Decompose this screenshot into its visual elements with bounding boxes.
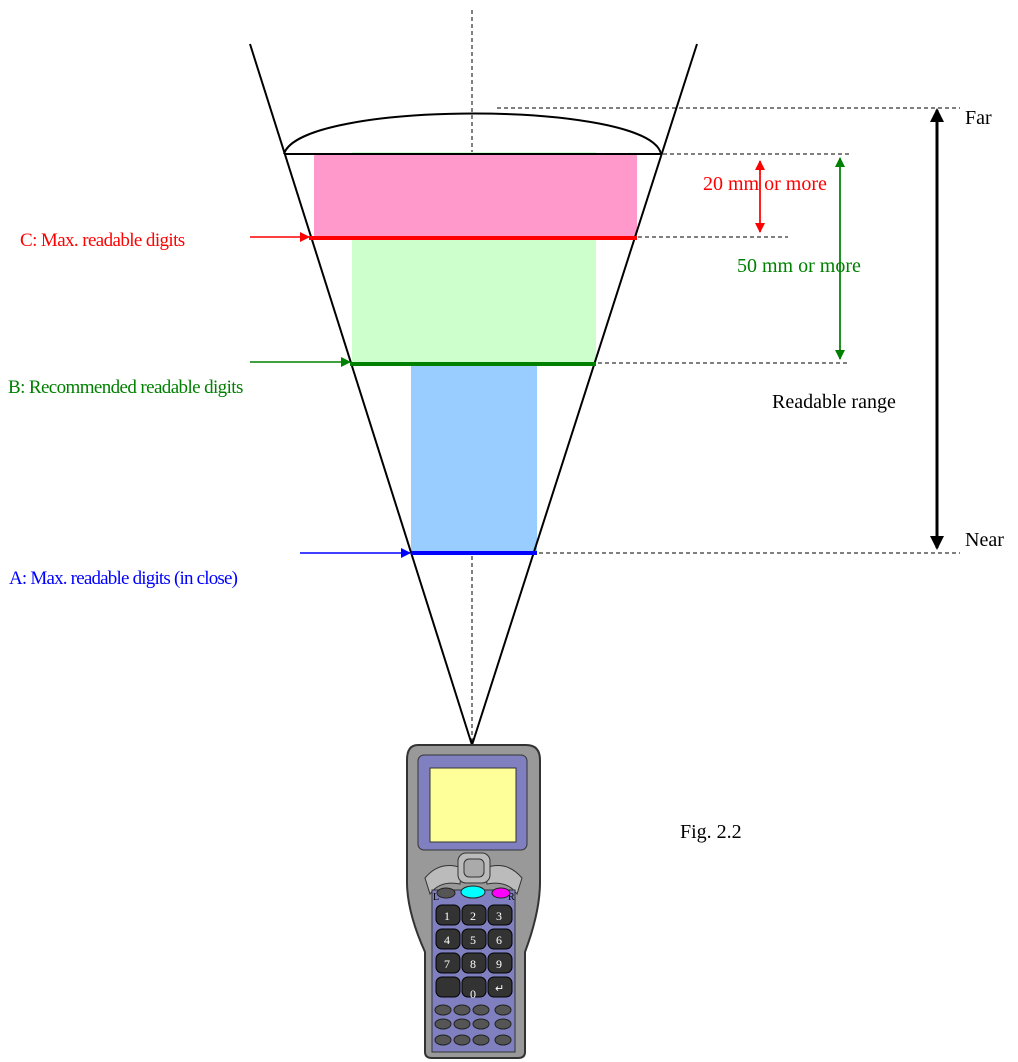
key-left-bottom (435, 976, 461, 998)
b-label: B: Recommended readable digits (8, 377, 243, 398)
key-9-label: 9 (496, 957, 502, 971)
key-0 (461, 976, 487, 998)
bottom-key-4 (494, 1004, 512, 1016)
device-screen (429, 767, 517, 843)
magenta-key (491, 887, 511, 899)
key-5 (461, 928, 487, 950)
key-4 (435, 928, 461, 950)
bottom-key-2 (453, 1004, 471, 1016)
gap-50-label: 50 mm or more (737, 255, 861, 277)
side-key-r-label: R (508, 892, 515, 903)
a-band (411, 364, 537, 554)
bottom-key-7 (472, 1018, 490, 1030)
key-2 (461, 904, 487, 926)
key-9 (487, 952, 513, 974)
c-band (314, 155, 637, 238)
gap-20-label: 20 mm or more (703, 173, 827, 195)
far-arc (283, 112, 662, 155)
bottom-key-10 (453, 1034, 471, 1046)
key-4-label: 4 (444, 933, 450, 947)
readable-range-label: Readable range (772, 391, 896, 413)
key-1-label: 1 (444, 909, 450, 923)
enter-icon: ↵ (495, 983, 504, 995)
key-0-label: 0 (470, 987, 476, 1001)
handheld-terminal: L R 1 2 3 4 5 6 7 8 9 0 ↵ (406, 744, 541, 1059)
left-side-key (424, 865, 463, 896)
bottom-key-6 (453, 1018, 471, 1030)
key-7 (435, 952, 461, 974)
key-8-label: 8 (470, 957, 476, 971)
near-label: Near (965, 529, 1004, 551)
far-label: Far (965, 107, 992, 129)
a-label: A: Max. readable digits (in close) (9, 568, 238, 589)
cyan-key (460, 885, 486, 899)
cone-right-edge (471, 43, 698, 746)
small-left-key (436, 887, 456, 899)
key-enter (487, 976, 513, 998)
bottom-key-8 (494, 1018, 512, 1030)
key-8 (461, 952, 487, 974)
figure-caption: Fig. 2.2 (680, 821, 742, 843)
bottom-key-12 (494, 1034, 512, 1046)
bottom-key-5 (434, 1018, 452, 1030)
key-6-label: 6 (496, 933, 502, 947)
bottom-key-9 (434, 1034, 452, 1046)
key-3-label: 3 (496, 909, 502, 923)
bottom-key-1 (434, 1004, 452, 1016)
side-key-l-label: L (433, 892, 439, 903)
bottom-key-3 (472, 1004, 490, 1016)
key-1 (435, 904, 461, 926)
key-2-label: 2 (470, 909, 476, 923)
right-side-key (484, 865, 523, 896)
key-7-label: 7 (444, 957, 450, 971)
key-5-label: 5 (470, 933, 476, 947)
key-6 (487, 928, 513, 950)
key-3 (487, 904, 513, 926)
bottom-key-11 (472, 1034, 490, 1046)
c-label: C: Max. readable digits (20, 230, 185, 251)
cone-left-edge (249, 43, 473, 746)
